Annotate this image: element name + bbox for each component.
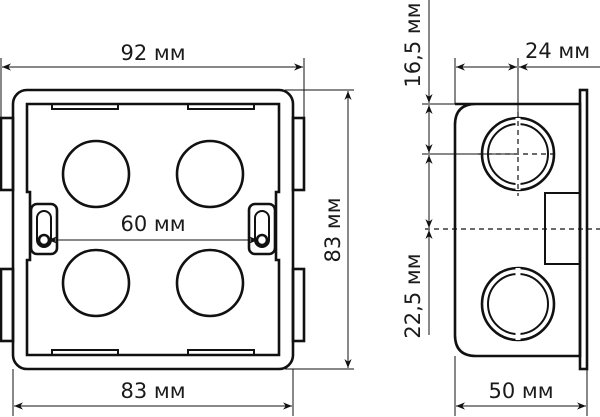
rib-bottom-right [187, 349, 255, 356]
side-view: 24 мм 16,5 мм 22,5 мм 50 мм [401, 0, 600, 416]
knockout-bottom-left-icon [61, 248, 131, 318]
side-tab-left-top [0, 116, 15, 192]
box-outer-body [11, 88, 295, 371]
label-top-offset: 16,5 мм [401, 2, 425, 87]
screw-slot-right-icon [247, 202, 277, 256]
label-knockout-offset: 24 мм [525, 39, 590, 63]
rib-top-right [187, 103, 255, 110]
side-body [453, 102, 582, 358]
label-depth: 50 мм [488, 379, 553, 403]
label-screw-spacing: 60 мм [120, 212, 185, 236]
knockout-top-left-icon [61, 139, 131, 209]
rib-top-left [51, 103, 119, 110]
front-view: 92 мм 60 мм 83 мм 83 мм [0, 41, 354, 416]
rib-bottom-left [51, 349, 119, 356]
box-inner-cavity [25, 102, 281, 357]
label-body-width: 83 мм [120, 379, 185, 403]
label-body-height: 83 мм [321, 197, 345, 262]
label-overall-width: 92 мм [120, 41, 185, 65]
side-tab-left-bottom [0, 267, 15, 343]
side-tab-right-top [291, 116, 306, 192]
knockout-top-right-icon [175, 139, 245, 209]
side-knockout-bottom-icon [480, 266, 556, 342]
knockout-bottom-right-icon [175, 248, 245, 318]
side-tab-right-bottom [291, 267, 306, 343]
screw-slot-left-icon [29, 202, 59, 256]
label-center-offset: 22,5 мм [401, 253, 425, 338]
